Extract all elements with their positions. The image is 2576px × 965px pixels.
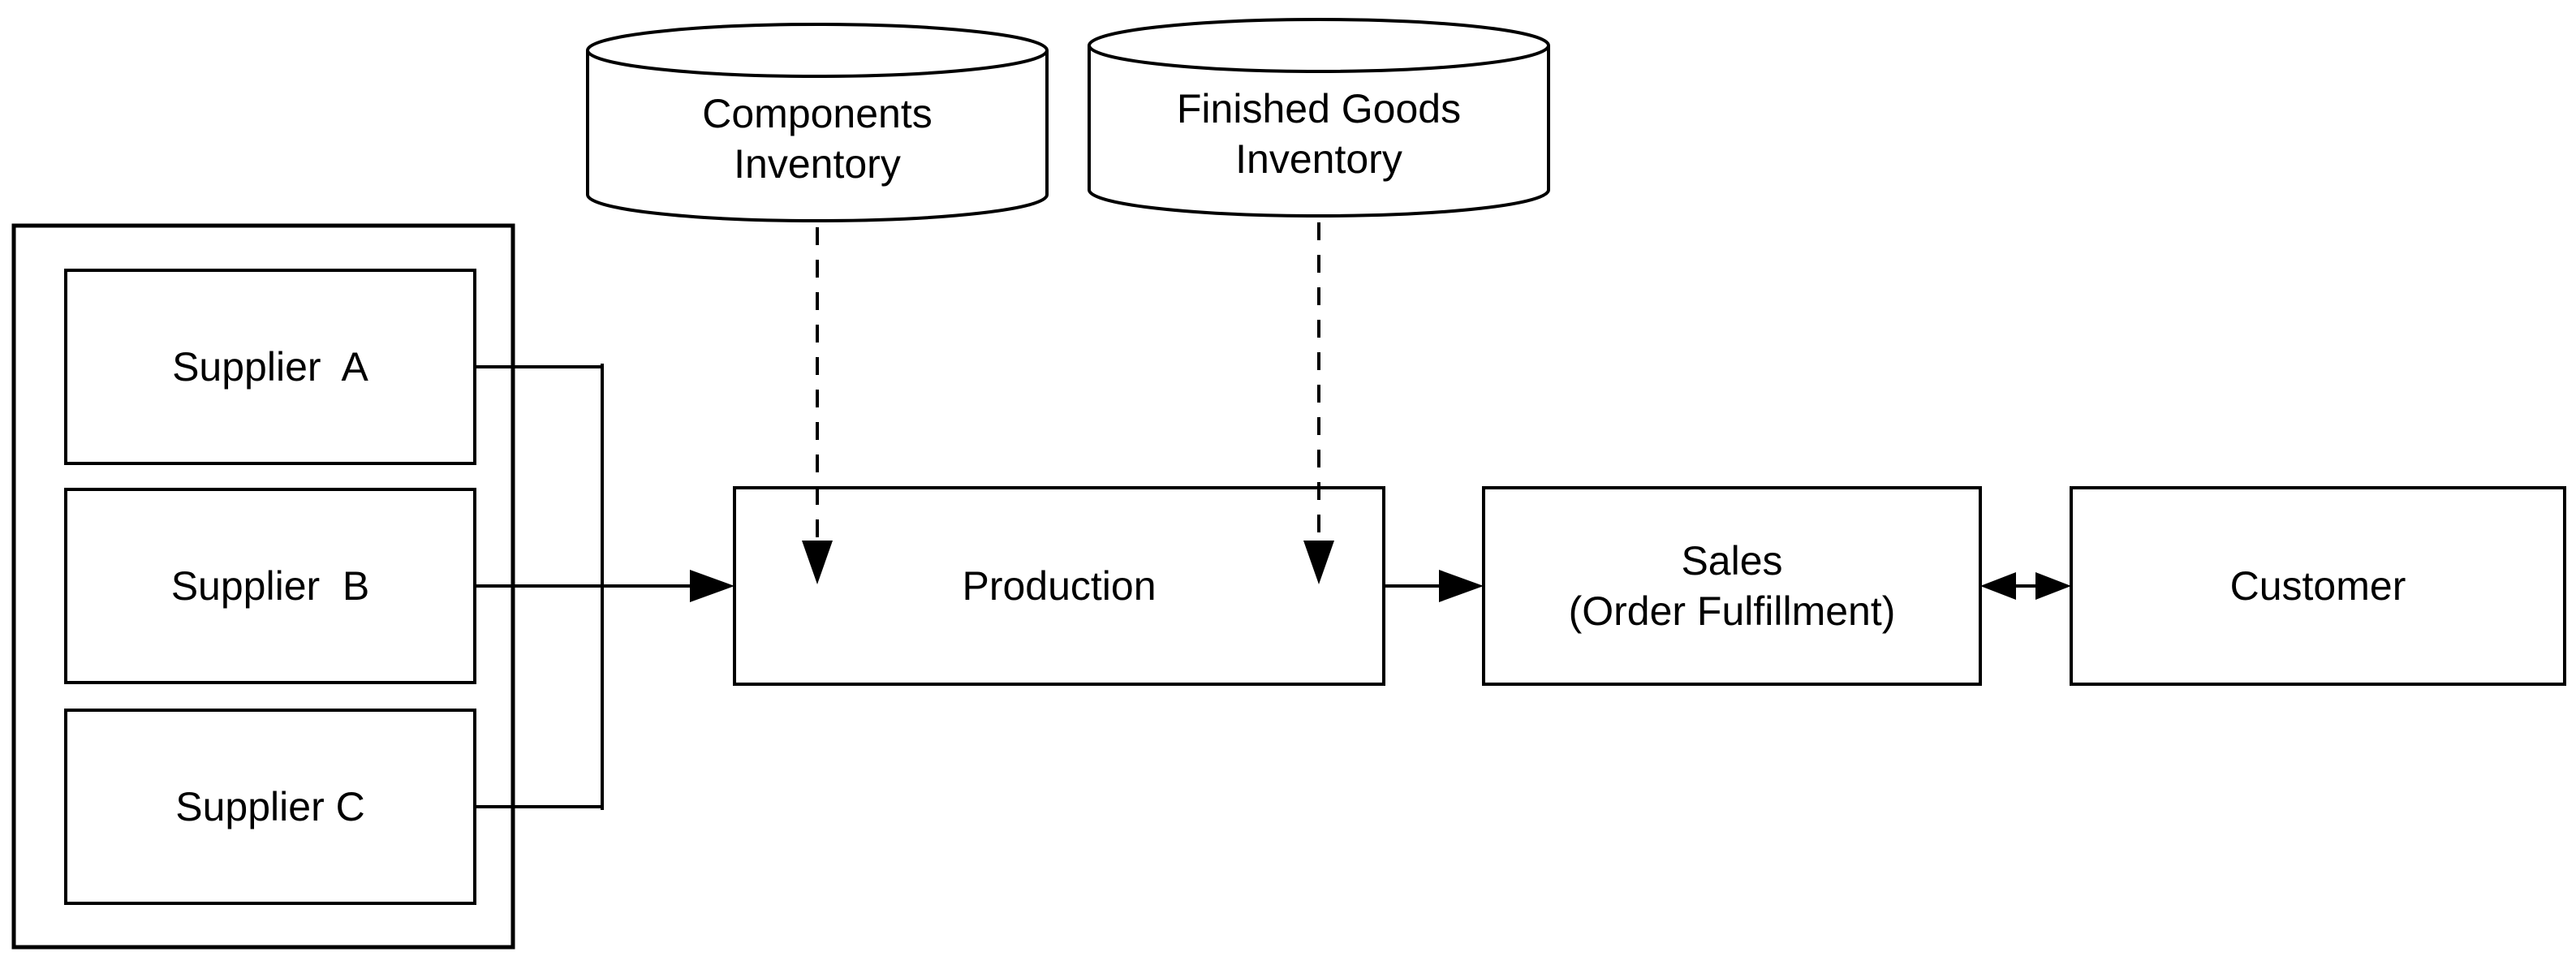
supplier-c-box: [64, 709, 476, 905]
sales-box: [1482, 486, 1982, 686]
finished-goods-cylinder-top: [1088, 18, 1550, 73]
customer-box: [2070, 486, 2566, 686]
components-cylinder-body: [586, 50, 1049, 222]
components-to-production-arrowhead: [802, 541, 833, 584]
finished-goods-cylinder-body: [1088, 45, 1550, 218]
finished-goods-inventory-cylinder: [1088, 18, 1550, 218]
production-to-sales-arrowhead: [1439, 570, 1484, 602]
finished-goods-to-production-arrowhead: [1303, 541, 1334, 584]
components-cylinder-top: [586, 23, 1049, 78]
sales-customer-right-arrowhead: [2035, 572, 2071, 600]
supplier-b-box: [64, 488, 476, 684]
production-box: [733, 486, 1385, 686]
supplier-a-box: [64, 269, 476, 465]
sales-customer-left-arrowhead: [1980, 572, 2016, 600]
components-inventory-cylinder: [586, 23, 1049, 222]
suppliers-to-production-arrowhead: [690, 570, 734, 602]
